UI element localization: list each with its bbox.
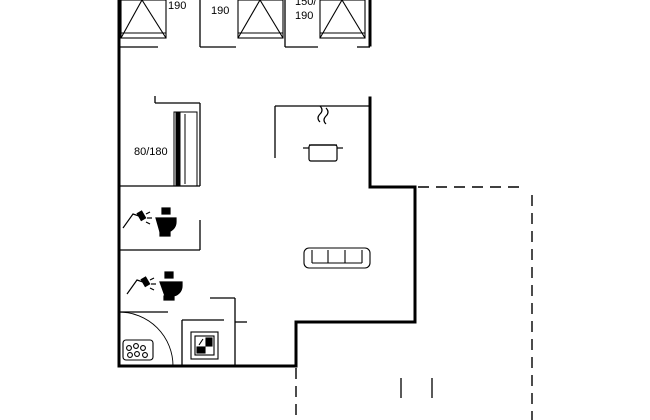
bed-size-label: 80/180: [134, 146, 168, 158]
bed-icon: [173, 111, 198, 187]
kitchen-pot-icon: [303, 105, 343, 162]
bed-icon: [120, 0, 167, 39]
toilet-icon: [159, 271, 183, 301]
bed-size-label: 190: [168, 0, 186, 12]
bed-icon: [237, 0, 284, 39]
washer-dryer-icon: [190, 331, 219, 360]
bed-size-label: 190: [211, 5, 229, 17]
terrace-outline: [295, 186, 533, 420]
bed-size-label: 190: [295, 10, 313, 22]
interior-walls: [119, 0, 370, 366]
sauna-stove-icon: [122, 339, 154, 361]
shower-icon: [126, 276, 156, 295]
exterior-walls: [117, 0, 417, 368]
bed-size-label: 150/: [295, 0, 317, 8]
bed-icon: [319, 0, 366, 39]
door-swing: [118, 311, 174, 367]
shower-icon: [122, 210, 152, 229]
toilet-icon: [155, 207, 177, 237]
terrace-posts: [400, 378, 433, 398]
sofa-icon: [303, 247, 371, 269]
